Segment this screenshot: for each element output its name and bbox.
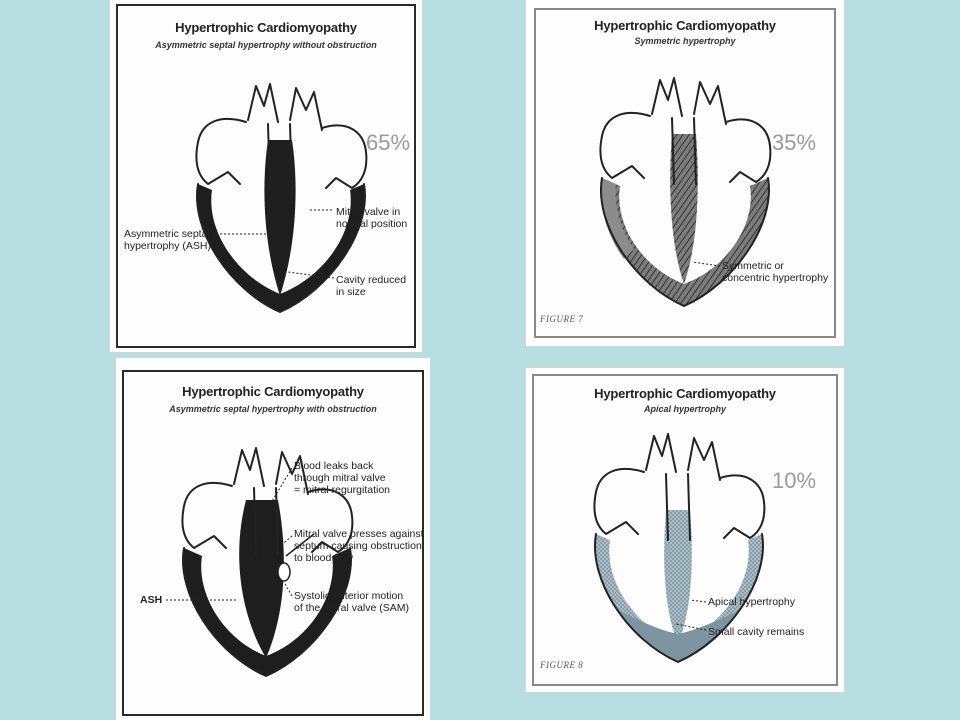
leader-lines (675, 599, 707, 631)
label-apical: Apical hypertrophy (708, 596, 795, 608)
label-cavity: Cavity reduced in size (336, 274, 407, 298)
panel-title: Hypertrophic Cardiomyopathy (594, 386, 776, 401)
panel-subtitle: Symmetric hypertrophy (634, 36, 736, 46)
panel-title: Hypertrophic Cardiomyopathy (182, 384, 364, 399)
panel-subtitle: Asymmetric septal hypertrophy with obstr… (169, 404, 377, 414)
leader-lines (208, 209, 335, 279)
label-ash: Asymmetric septal hypertrophy (ASH) (124, 228, 211, 252)
leader-lines (166, 467, 293, 601)
leader-lines (691, 261, 721, 267)
figure-caption: FIGURE 7 (540, 314, 584, 324)
heart-diagram-apical (593, 433, 766, 663)
figure-caption: FIGURE 8 (540, 660, 584, 670)
label-small-cavity: Small cavity remains (708, 626, 805, 638)
label-symmetric: Symmetric or concentric hypertrophy (722, 260, 829, 284)
heart-diagram-obstruction (181, 447, 354, 677)
label-ash: ASH (140, 594, 163, 606)
percentage-label: 65% (366, 130, 411, 155)
percentage-label: 10% (772, 468, 817, 493)
heart-diagram-ash (195, 83, 368, 313)
panel-subtitle: Apical hypertrophy (643, 404, 726, 414)
percentage-label: 35% (772, 130, 817, 155)
label-obstruction: Mitral valve presses against septum caus… (294, 528, 424, 564)
panel-subtitle: Asymmetric septal hypertrophy without ob… (155, 40, 377, 50)
panel-title: Hypertrophic Cardiomyopathy (175, 20, 357, 35)
label-regurgitation: Blood leaks back through mitral valve = … (294, 460, 391, 496)
panel-symmetric: Hypertrophic Cardiomyopathy Symmetric hy… (526, 0, 844, 346)
heart-diagram-symmetric (599, 77, 772, 307)
label-sam: Systolic anterior motion of the mitral v… (294, 590, 409, 614)
label-mitral-valve: Mitral valve in normal position (336, 206, 408, 230)
panel-title: Hypertrophic Cardiomyopathy (594, 18, 776, 33)
panel-asymmetric-no-obstruction: Hypertrophic Cardiomyopathy Asymmetric s… (110, 0, 422, 352)
panel-asymmetric-obstruction: Hypertrophic Cardiomyopathy Asymmetric s… (116, 358, 430, 720)
panel-apical: Hypertrophic Cardiomyopathy Apical hyper… (526, 368, 844, 692)
